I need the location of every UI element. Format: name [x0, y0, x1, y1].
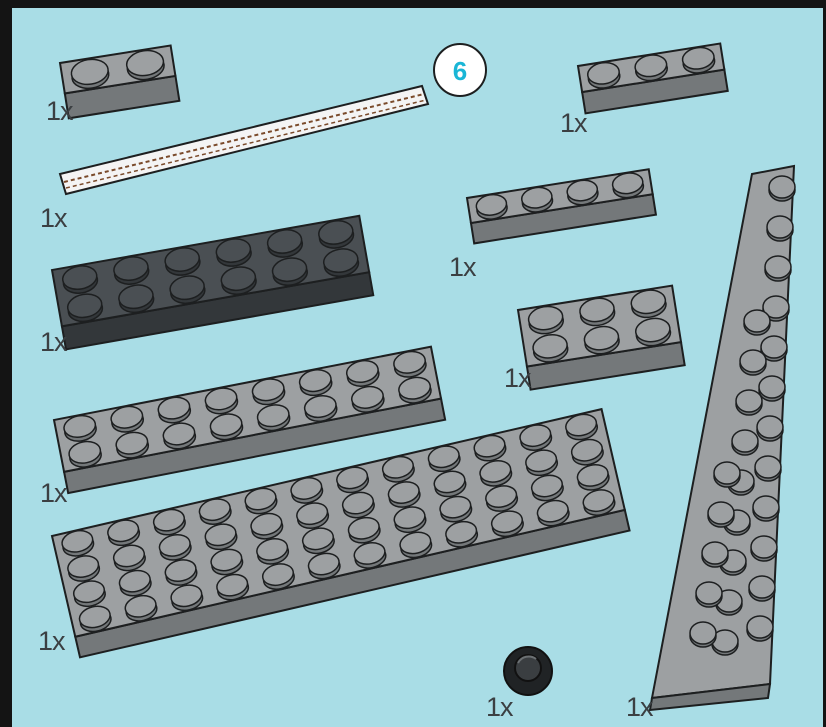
stud	[740, 350, 766, 372]
stud	[732, 430, 758, 452]
stud	[690, 622, 716, 644]
stud	[753, 496, 779, 518]
qty-label-plate-2x6: 1x	[40, 327, 67, 358]
stud	[702, 542, 728, 564]
stud	[767, 216, 793, 238]
stud	[744, 310, 770, 332]
round-plate-stud	[515, 655, 541, 681]
stud	[747, 616, 773, 638]
qty-label-plate-1x4: 1x	[449, 252, 476, 283]
qty-label-wedge-plate: 1x	[626, 692, 653, 723]
stud	[769, 176, 795, 198]
instruction-panel: 6 1x 1x 1x 1x 1x 1x 1x 1x 1x 1x	[12, 8, 823, 727]
qty-label-flex-tube: 1x	[40, 203, 67, 234]
stud	[757, 416, 783, 438]
qty-label-plate-2x3: 1x	[504, 363, 531, 394]
stud	[761, 336, 787, 358]
stud	[751, 536, 777, 558]
qty-label-plate-1x2: 1x	[46, 96, 73, 127]
qty-label-plate-4x12: 1x	[38, 626, 65, 657]
stud	[765, 256, 791, 278]
stud	[714, 462, 740, 484]
step-number: 6	[453, 56, 467, 86]
stud	[759, 376, 785, 398]
qty-label-plate-2x8: 1x	[40, 478, 67, 509]
parts-callout: 6	[12, 8, 823, 727]
qty-label-round-plate: 1x	[486, 692, 513, 723]
plate-2x3	[518, 286, 685, 390]
plate-1x4	[467, 169, 656, 243]
plate-1x2	[60, 45, 179, 118]
stud	[749, 576, 775, 598]
stud	[708, 502, 734, 524]
wedge-plate-3x12	[650, 166, 795, 710]
stud	[755, 456, 781, 478]
qty-label-plate-1x3: 1x	[560, 108, 587, 139]
stud	[736, 390, 762, 412]
plate-1x3	[578, 43, 728, 113]
step-badge: 6	[434, 44, 486, 96]
plate-2x6	[52, 216, 373, 350]
stud	[696, 582, 722, 604]
round-plate-1x1	[504, 647, 552, 695]
